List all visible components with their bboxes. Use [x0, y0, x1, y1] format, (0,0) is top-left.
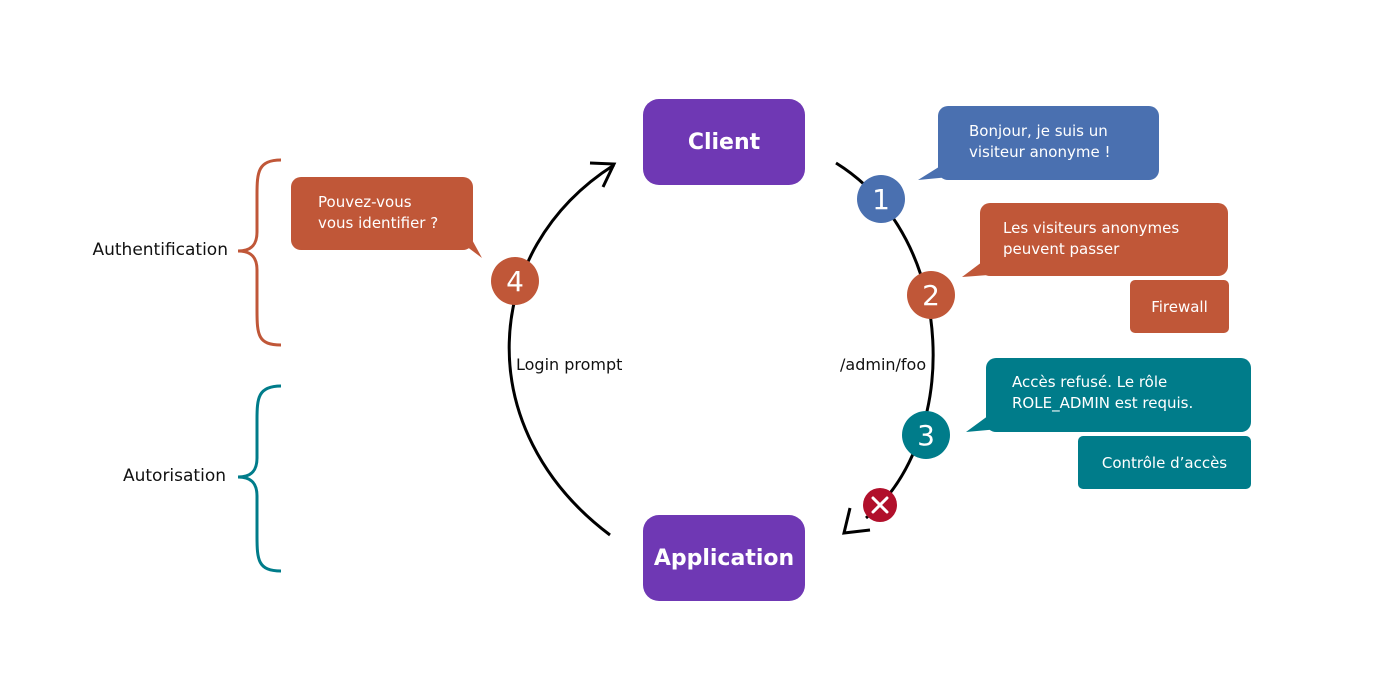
brace-authentication — [237, 158, 282, 347]
application-node: Application — [643, 515, 805, 601]
step-2-bubble-line: peuvent passer — [1003, 240, 1120, 258]
step-1-badge: 1 — [857, 175, 905, 223]
step-3-bubble: Accès refusé. Le rôle ROLE_ADMIN est req… — [986, 358, 1251, 432]
response-arrowhead — [589, 161, 617, 188]
step-2-badge: 2 — [907, 271, 955, 319]
access-control-tag: Contrôle d’accès — [1078, 436, 1251, 489]
step-1-bubble-line: Bonjour, je suis un — [969, 122, 1108, 140]
step-4-badge: 4 — [491, 257, 539, 305]
response-arc — [507, 163, 615, 537]
close-icon — [863, 488, 897, 522]
request-arrowhead — [842, 507, 871, 535]
step-3-bubble-line: ROLE_ADMIN est requis. — [1012, 394, 1194, 412]
step-4-bubble: Pouvez-vous vous identifier ? — [291, 177, 473, 250]
step-1-bubble: Bonjour, je suis un visiteur anonyme ! — [938, 106, 1159, 180]
request-path-label: /admin/foo — [840, 355, 927, 374]
brace-authorization — [237, 384, 282, 573]
login-prompt-label: Login prompt — [516, 355, 623, 374]
step-4-bubble-line: Pouvez-vous — [318, 193, 412, 211]
step-1-bubble-line: visiteur anonyme ! — [969, 143, 1111, 161]
step-2-bubble: Les visiteurs anonymes peuvent passer — [980, 203, 1228, 276]
step-4-bubble-line: vous identifier ? — [318, 214, 439, 232]
authorization-label: Autorisation — [122, 466, 226, 486]
client-node: Client — [643, 99, 805, 185]
step-3-bubble-line: Accès refusé. Le rôle — [1012, 373, 1168, 391]
step-3-badge: 3 — [902, 411, 950, 459]
step-2-bubble-line: Les visiteurs anonymes — [1003, 219, 1180, 237]
firewall-tag: Firewall — [1130, 280, 1229, 333]
authentication-label: Authentification — [92, 240, 228, 260]
